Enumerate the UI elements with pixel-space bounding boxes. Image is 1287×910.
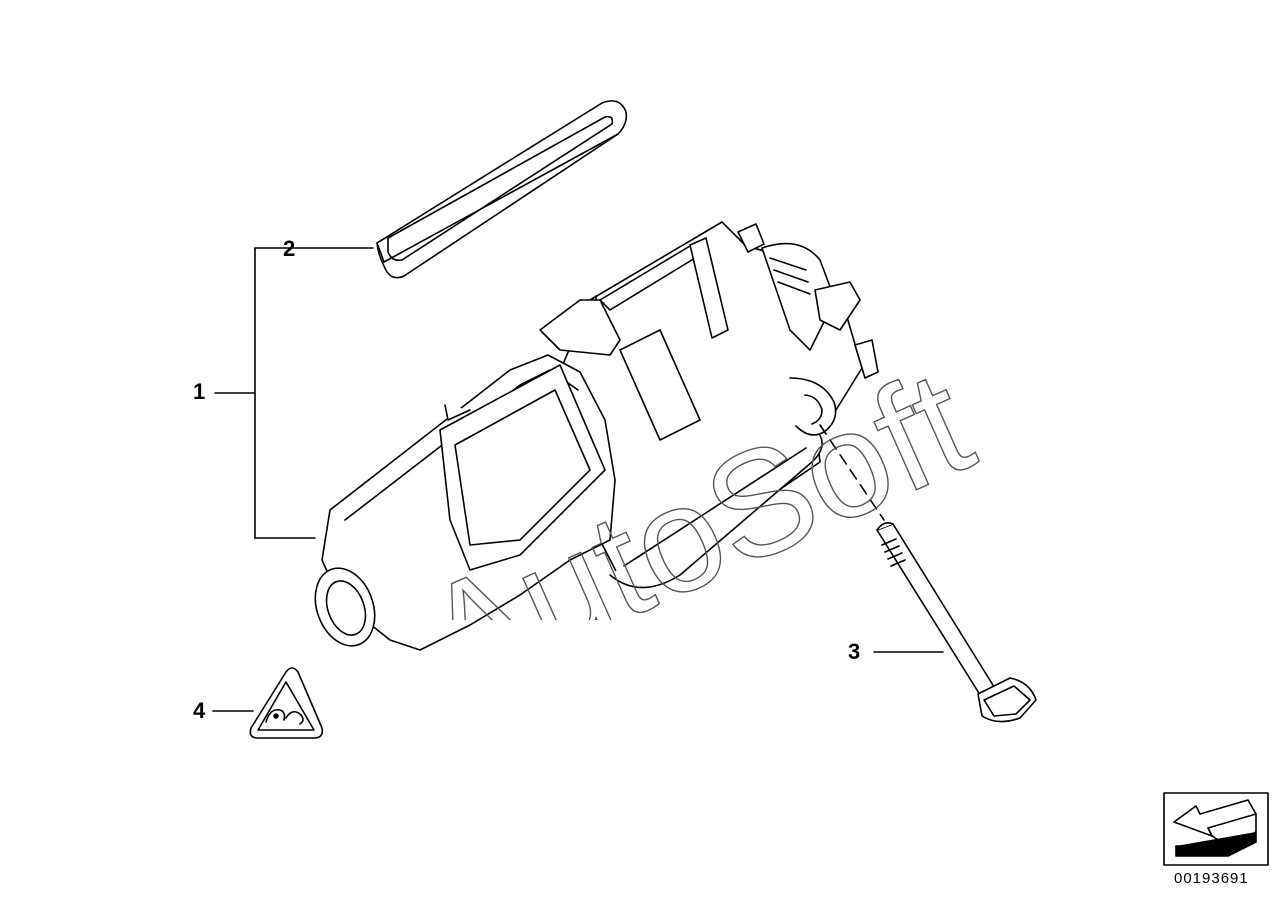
hazard-triangle-icon: [249, 667, 324, 739]
ignition-lock-housing: [314, 221, 879, 651]
callout-3: 3: [848, 639, 861, 664]
bolt: [876, 522, 1037, 723]
callout-leaders: [212, 247, 944, 712]
callout-4: 4: [193, 698, 206, 723]
navigation-arrow-icon: [1163, 792, 1269, 866]
gasket-ring: [376, 100, 628, 279]
watermark-text: AutoSoft: [400, 337, 990, 620]
callout-1: 1: [193, 379, 206, 404]
callout-2: 2: [283, 236, 296, 261]
document-number: 00193691: [1174, 870, 1249, 887]
bolt-axis-line: [819, 424, 885, 521]
watermark: AutoSoft: [399, 336, 990, 620]
